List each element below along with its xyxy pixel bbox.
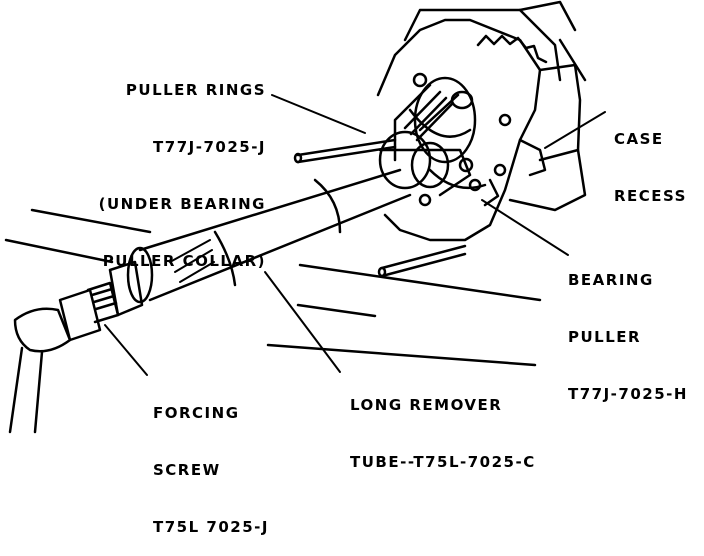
bearing-puller-line-2: PULLER (568, 328, 642, 346)
bearing-puller-line-3: T77J-7025-H (568, 385, 688, 403)
case-recess-label: CASE RECESS (614, 92, 687, 225)
bearing-puller-label: BEARING PULLER T77J-7025-H (568, 233, 688, 423)
puller-rings-label: PULLER RINGS T77J-7025-J (UNDER BEARING … (86, 43, 266, 290)
long-remover-tube (126, 168, 412, 304)
long-remover-tube-line-2: TUBE--T75L-7025-C (350, 453, 536, 471)
puller-rings-line-2: T77J-7025-J (153, 138, 266, 156)
forcing-screw-label: FORCING SCREW T75L 7025-J (153, 366, 269, 556)
forcing-screw-line-1: FORCING (153, 404, 240, 422)
bearing-puller-line-1: BEARING (568, 271, 654, 289)
forcing-screw (58, 260, 144, 342)
leader-lines (104, 94, 606, 376)
ratchet-handle (8, 307, 72, 434)
tool-installation-illustration (4, 0, 606, 434)
bearing-puller (378, 130, 500, 207)
puller-rings-line-4: PULLER COLLAR) (102, 252, 266, 270)
puller-rings-line-3: (UNDER BEARING (98, 195, 266, 213)
output-shaft (393, 76, 477, 164)
guide-studs (293, 138, 467, 278)
case-recess-line-1: CASE (614, 130, 664, 148)
long-remover-tube-label: LONG REMOVER TUBE--T75L-7025-C (350, 358, 536, 491)
case-recess-line-2: RECESS (614, 187, 687, 205)
long-remover-tube-line-1: LONG REMOVER (350, 396, 503, 414)
background-lines (4, 208, 542, 367)
forcing-screw-line-2: SCREW (153, 461, 221, 479)
puller-rings-line-1: PULLER RINGS (125, 81, 266, 99)
forcing-screw-line-3: T75L 7025-J (153, 518, 269, 536)
transmission-case (376, 0, 587, 242)
